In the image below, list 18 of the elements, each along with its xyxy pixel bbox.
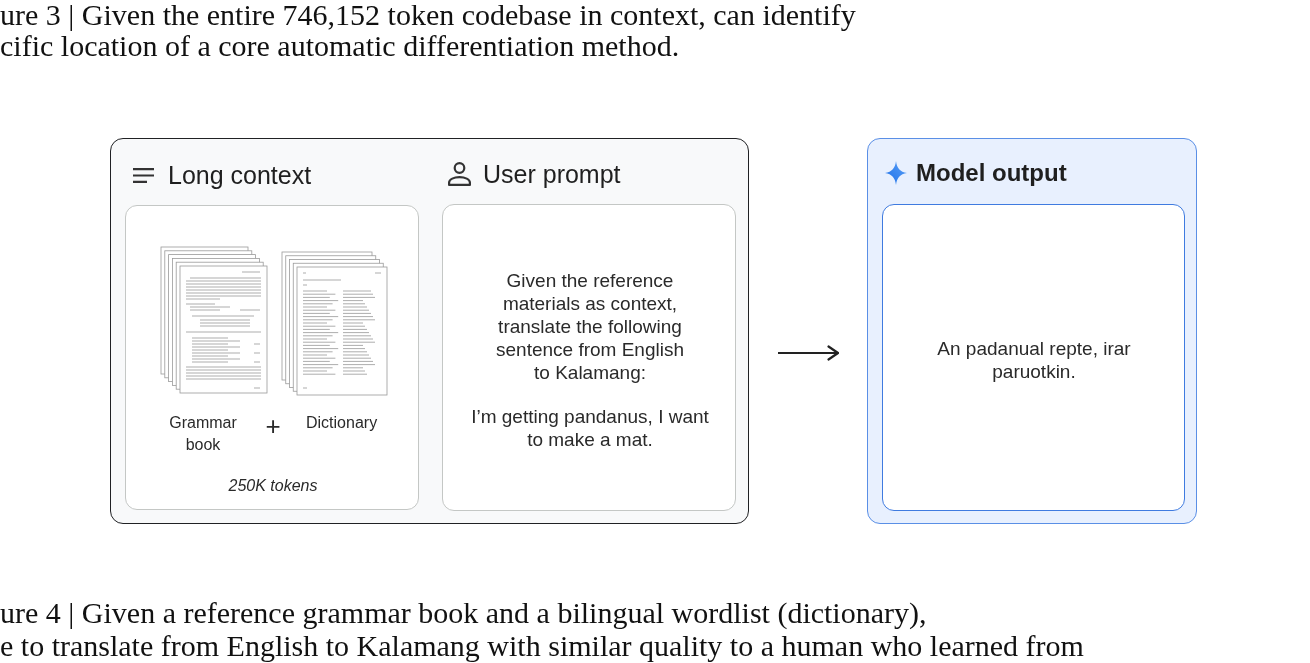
panel-heading: User prompt xyxy=(483,160,621,188)
output-panel xyxy=(867,138,1197,524)
document-label: Dictionary xyxy=(306,413,378,433)
output-text: An padanual repte, irar paruotkin. xyxy=(936,337,1132,383)
token-count: 250K tokens xyxy=(228,476,318,496)
example-sentence: I’m getting pandanus, I want to make a mat. xyxy=(470,405,710,451)
panel-heading: Long context xyxy=(168,161,312,189)
arrow xyxy=(777,345,840,361)
document-label: Grammar book xyxy=(168,413,238,455)
caption-text: ure 3 | Given the entire 746,152 token codebase in context, can identify xyxy=(0,0,856,31)
plus-sign: + xyxy=(265,411,281,441)
content-card xyxy=(882,204,1185,511)
caption-text: cific location of a core automatic differentiation method. xyxy=(0,30,680,62)
input-panel xyxy=(110,138,749,524)
prompt-text: Given the reference materials as context, translate the following sentence from English to Kalamang: xyxy=(495,269,685,384)
caption-text: ure 4 | Given a reference grammar book and a bilingual wordlist (dictionary), xyxy=(0,597,927,629)
caption-text: e to translate from English to Kalamang with similar quality to a human who learned from xyxy=(0,630,1084,662)
panel-heading: Model output xyxy=(916,159,1067,187)
